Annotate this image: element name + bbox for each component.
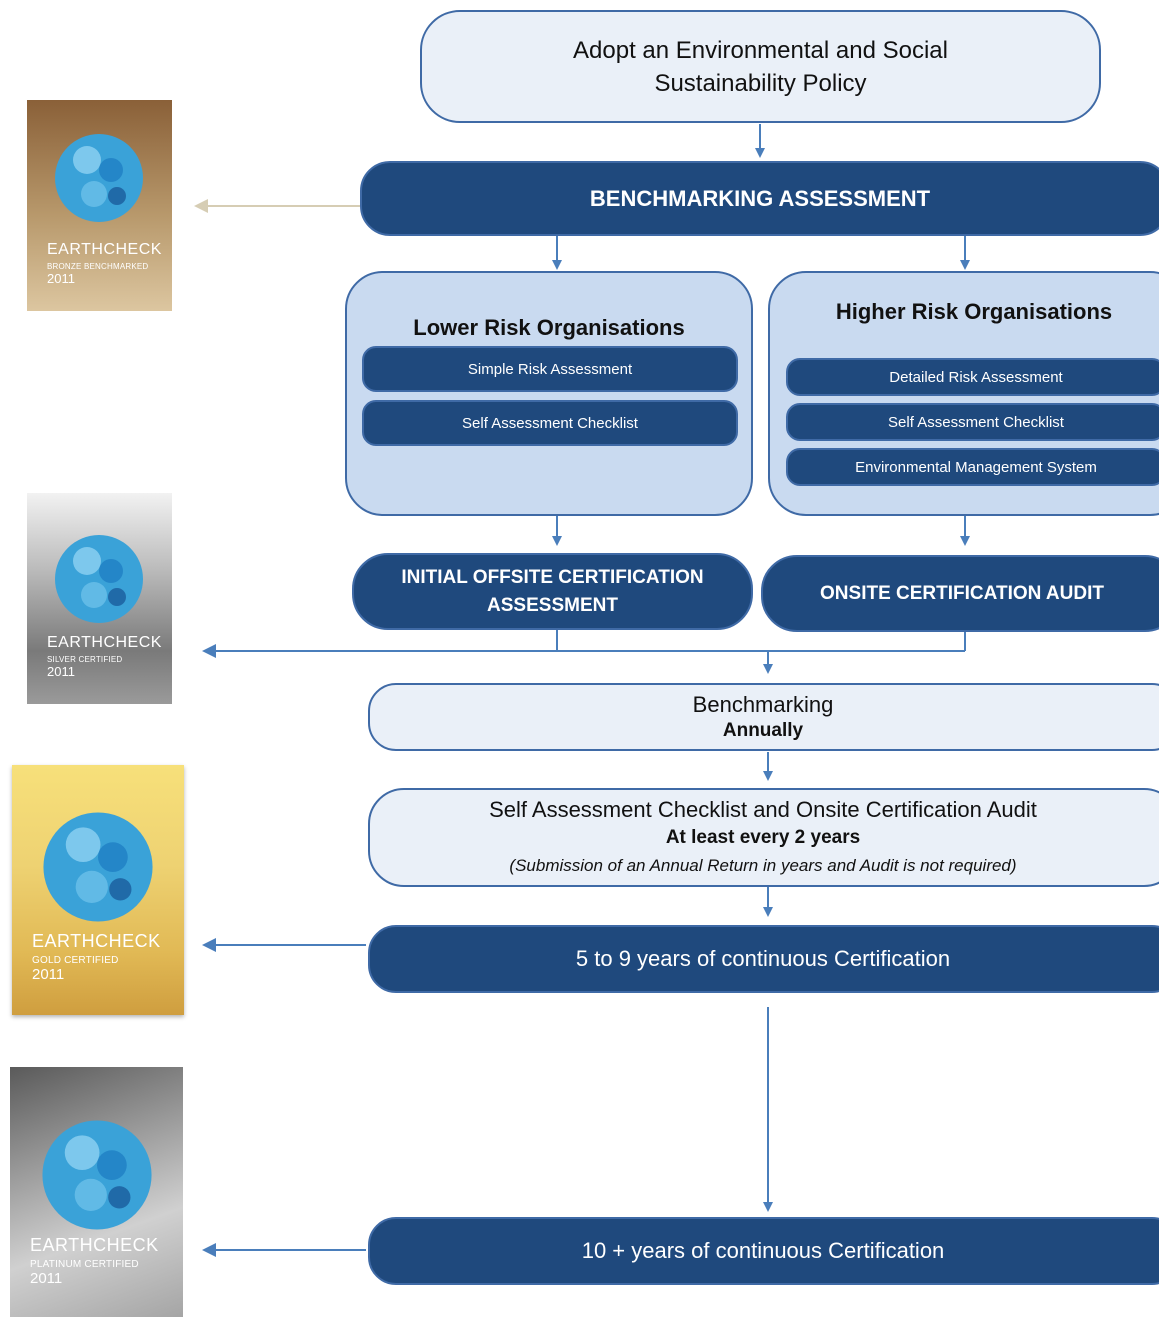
- benchmarking-title: Benchmarking: [692, 692, 834, 717]
- gold-level: GOLD CERTIFIED: [32, 955, 119, 966]
- earth-globe-icon: [55, 535, 143, 623]
- platinum-badge: EARTHCHECK PLATINUM CERTIFIED 2011: [10, 1067, 183, 1317]
- onsite-certification-audit-box: ONSITE CERTIFICATION AUDIT: [761, 555, 1159, 632]
- lower-self-assessment-checklist: Self Assessment Checklist: [362, 400, 738, 446]
- higher-risk-panel: Higher Risk Organisations Detailed Risk …: [768, 271, 1159, 516]
- lower-risk-panel: Lower Risk Organisations Simple Risk Ass…: [345, 271, 753, 516]
- five-to-nine-years-box: 5 to 9 years of continuous Certification: [368, 925, 1159, 993]
- five-to-nine-label: 5 to 9 years of continuous Certification: [575, 946, 951, 971]
- policy-box: Adopt an Environmental and Social Sustai…: [420, 10, 1101, 123]
- silver-level: SILVER CERTIFIED: [47, 655, 123, 664]
- higher-risk-title: Higher Risk Organisations: [835, 299, 1113, 324]
- bronze-badge: EARTHCHECK BRONZE BENCHMARKED 2011: [27, 100, 172, 311]
- policy-line2: Sustainability Policy: [654, 69, 867, 97]
- simple-risk-assessment: Simple Risk Assessment: [362, 346, 738, 392]
- silver-badge: EARTHCHECK SILVER CERTIFIED 2011: [27, 493, 172, 704]
- self-audit-note: (Submission of an Annual Return in years…: [509, 855, 1017, 875]
- ten-plus-years-box: 10 + years of continuous Certification: [368, 1217, 1159, 1285]
- bronze-brand: EARTHCHECK: [47, 241, 162, 258]
- lower-risk-title: Lower Risk Organisations: [413, 315, 685, 340]
- offsite-line2: ASSESSMENT: [487, 594, 618, 616]
- benchmarking-assessment-label: BENCHMARKING ASSESSMENT: [589, 185, 931, 211]
- ten-plus-label: 10 + years of continuous Certification: [581, 1238, 945, 1263]
- bronze-year: 2011: [47, 271, 75, 286]
- gold-brand: EARTHCHECK: [32, 931, 161, 951]
- benchmarking-annually-box: Benchmarking Annually: [368, 683, 1159, 751]
- platinum-brand: EARTHCHECK: [30, 1235, 159, 1255]
- earth-globe-icon: [42, 1120, 152, 1230]
- gold-year: 2011: [32, 966, 65, 983]
- policy-line1: Adopt an Environmental and Social: [573, 36, 948, 64]
- onsite-label: ONSITE CERTIFICATION AUDIT: [820, 582, 1104, 604]
- earth-globe-icon: [43, 812, 153, 922]
- silver-brand: EARTHCHECK: [47, 634, 162, 651]
- platinum-level: PLATINUM CERTIFIED: [30, 1259, 139, 1270]
- offsite-line1: INITIAL OFFSITE CERTIFICATION: [401, 566, 704, 588]
- platinum-year: 2011: [30, 1270, 63, 1287]
- earth-globe-icon: [55, 134, 143, 222]
- benchmarking-frequency: Annually: [722, 720, 804, 741]
- initial-offsite-certification-box: INITIAL OFFSITE CERTIFICATION ASSESSMENT: [352, 553, 753, 630]
- environmental-management-system: Environmental Management System: [786, 448, 1159, 486]
- self-audit-title: Self Assessment Checklist and Onsite Cer…: [489, 796, 1037, 822]
- bronze-level: BRONZE BENCHMARKED: [47, 262, 149, 271]
- silver-year: 2011: [47, 664, 75, 679]
- higher-self-assessment-checklist: Self Assessment Checklist: [786, 403, 1159, 441]
- gold-badge: EARTHCHECK GOLD CERTIFIED 2011: [12, 765, 184, 1015]
- self-audit-frequency: At least every 2 years: [665, 826, 861, 848]
- detailed-risk-assessment: Detailed Risk Assessment: [786, 358, 1159, 396]
- self-assessment-audit-box: Self Assessment Checklist and Onsite Cer…: [368, 788, 1159, 887]
- benchmarking-assessment-box: BENCHMARKING ASSESSMENT: [360, 161, 1159, 236]
